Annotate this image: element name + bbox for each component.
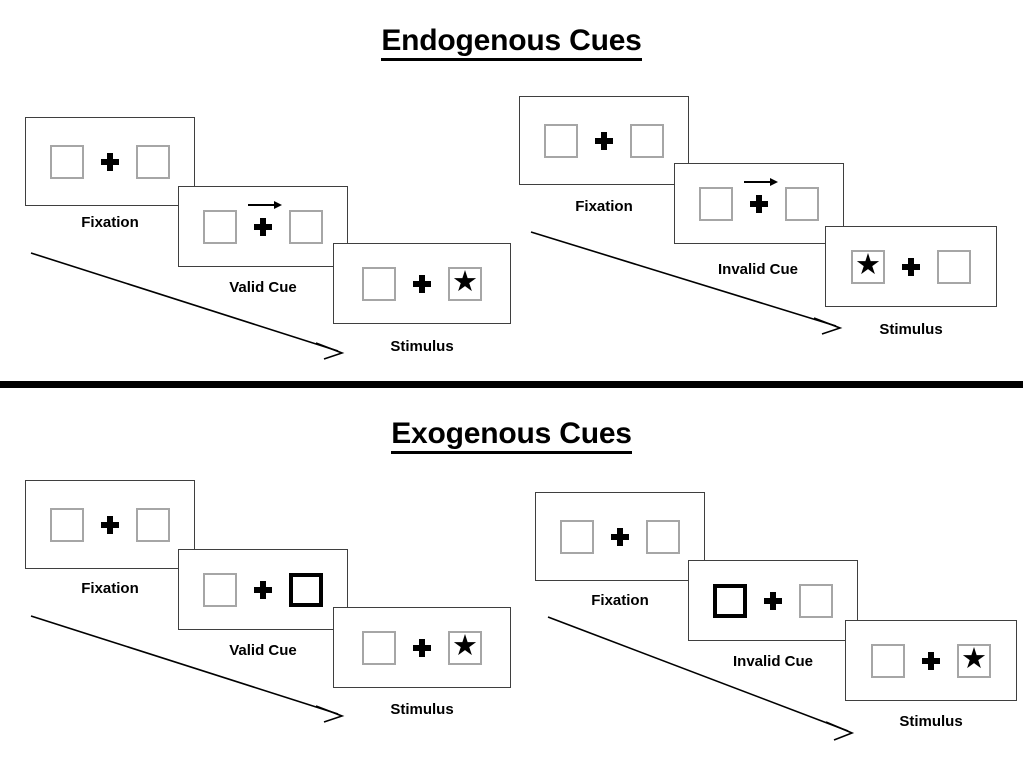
frame-content [203, 572, 323, 607]
fixation-cross-icon [413, 638, 431, 657]
frame-content [50, 144, 170, 179]
fixation-cross-icon [611, 527, 629, 546]
frame-endogenous-invalid-fixation[interactable] [519, 96, 689, 185]
target-box-right: ★ [448, 266, 482, 301]
target-box-right [136, 144, 170, 179]
section-title-exogenous-text: Exogenous Cues [391, 417, 632, 454]
frame-content: ★ [362, 630, 482, 665]
caption-exogenous-invalid-stimulus: Stimulus [899, 713, 963, 730]
section-title-endogenous: Endogenous Cues [0, 24, 1023, 61]
target-box-left [362, 266, 396, 301]
caption-endogenous-valid-stimulus: Stimulus [390, 338, 454, 355]
endogenous-cue-arrow-right-icon [247, 200, 283, 211]
target-box-right [937, 249, 971, 284]
frame-exogenous-invalid-stimulus[interactable]: ★ [845, 620, 1017, 701]
fixation-cross-icon [248, 200, 282, 236]
frame-content [50, 507, 170, 542]
caption-endogenous-invalid-cue: Invalid Cue [717, 261, 799, 278]
caption-exogenous-valid-cue: Valid Cue [229, 642, 297, 659]
caption-exogenous-invalid-fixation: Fixation [591, 592, 649, 609]
fixation-cross-icon [101, 515, 119, 534]
target-box-right [785, 186, 819, 221]
frame-exogenous-valid-stimulus[interactable]: ★ [333, 607, 511, 688]
fixation-cross-icon [922, 651, 940, 670]
target-box-left [544, 123, 578, 158]
target-box-right [799, 583, 833, 618]
flow-arrow-endogenous-invalid [528, 228, 853, 338]
target-box-left-cued [713, 583, 747, 618]
fixation-cross-icon [254, 580, 272, 599]
target-box-right [289, 209, 323, 244]
target-box-left [560, 519, 594, 554]
caption-exogenous-invalid-cue: Invalid Cue [732, 653, 814, 670]
caption-exogenous-valid-stimulus: Stimulus [390, 701, 454, 718]
frame-endogenous-invalid-stimulus[interactable]: ★ [825, 226, 997, 307]
endogenous-cue-arrow-right-icon [743, 177, 779, 188]
frame-endogenous-invalid-cue[interactable] [674, 163, 844, 244]
star-stimulus-icon: ★ [452, 630, 478, 662]
target-box-right [136, 507, 170, 542]
star-stimulus-icon: ★ [452, 266, 478, 298]
caption-endogenous-invalid-fixation: Fixation [575, 198, 633, 215]
target-box-left [50, 144, 84, 179]
caption-exogenous-valid-fixation: Fixation [81, 580, 139, 597]
frame-exogenous-valid-cue[interactable] [178, 549, 348, 630]
target-box-right: ★ [957, 643, 991, 678]
target-box-right-cued [289, 572, 323, 607]
fixation-cross-icon [764, 591, 782, 610]
fixation-cross-icon [413, 274, 431, 293]
target-box-left: ★ [851, 249, 885, 284]
frame-content: ★ [871, 643, 991, 678]
caption-endogenous-invalid-stimulus: Stimulus [879, 321, 943, 338]
target-box-left [699, 186, 733, 221]
star-stimulus-icon: ★ [961, 643, 987, 675]
target-box-right [646, 519, 680, 554]
frame-content [713, 583, 833, 618]
caption-endogenous-valid-cue: Valid Cue [229, 279, 297, 296]
fixation-cross-icon [101, 152, 119, 171]
frame-content [203, 200, 323, 244]
section-title-endogenous-text: Endogenous Cues [381, 24, 642, 61]
target-box-left [203, 209, 237, 244]
frame-endogenous-valid-stimulus[interactable]: ★ [333, 243, 511, 324]
frame-endogenous-valid-fixation[interactable] [25, 117, 195, 206]
frame-content: ★ [851, 249, 971, 284]
frame-exogenous-invalid-cue[interactable] [688, 560, 858, 641]
fixation-cross-icon [744, 177, 778, 213]
fixation-cross-icon [595, 131, 613, 150]
frame-content: ★ [362, 266, 482, 301]
frame-content [699, 177, 819, 221]
caption-endogenous-valid-fixation: Fixation [81, 214, 139, 231]
target-box-left [362, 630, 396, 665]
frame-exogenous-valid-fixation[interactable] [25, 480, 195, 569]
frame-content [544, 123, 664, 158]
frame-content [560, 519, 680, 554]
target-box-right: ★ [448, 630, 482, 665]
frame-endogenous-valid-cue[interactable] [178, 186, 348, 267]
target-box-right [630, 123, 664, 158]
star-stimulus-icon: ★ [855, 249, 881, 281]
section-title-exogenous: Exogenous Cues [0, 417, 1023, 454]
target-box-left [203, 572, 237, 607]
target-box-left [871, 643, 905, 678]
section-divider [0, 381, 1023, 388]
target-box-left [50, 507, 84, 542]
fixation-cross-icon [902, 257, 920, 276]
frame-exogenous-invalid-fixation[interactable] [535, 492, 705, 581]
